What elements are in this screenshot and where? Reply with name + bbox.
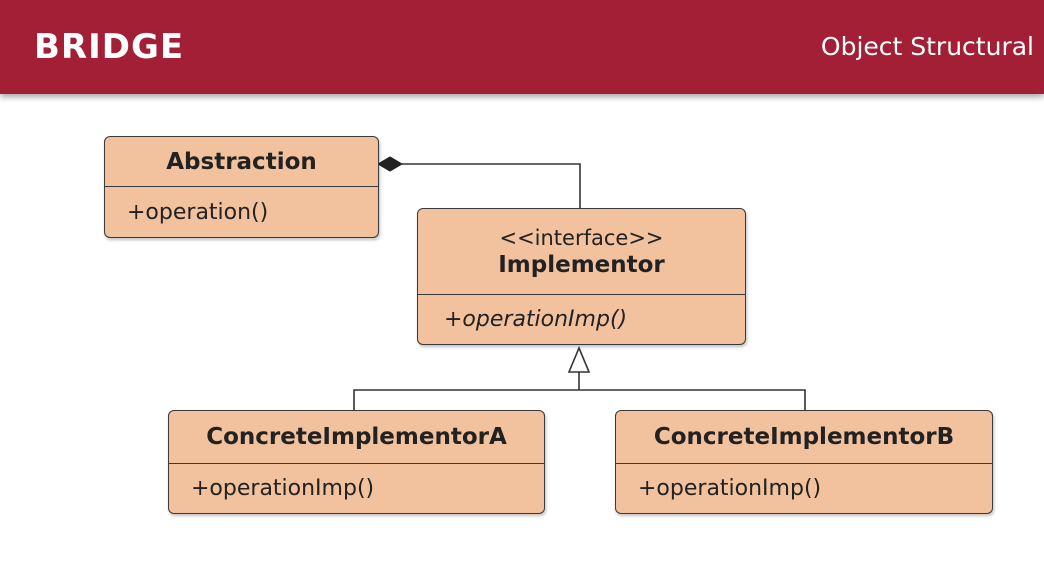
concrete-implementor-b-operation: +operationImp() [638, 476, 822, 501]
abstraction-class-header: Abstraction [105, 137, 378, 187]
header-bar: BRIDGE Object Structural [0, 0, 1044, 94]
abstraction-class: Abstraction +operation() [104, 136, 379, 238]
implementor-stereotype: <<interface>> [499, 225, 664, 250]
concrete-implementor-a-header: ConcreteImplementorA [169, 411, 544, 464]
concrete-implementor-a-operation: +operationImp() [191, 476, 375, 501]
concrete-implementor-b-class: ConcreteImplementorB +operationImp() [615, 410, 993, 514]
concrete-implementor-a-class: ConcreteImplementorA +operationImp() [168, 410, 545, 514]
realization-line-a [353, 389, 579, 410]
abstraction-class-name: Abstraction [166, 148, 317, 175]
concrete-implementor-b-header: ConcreteImplementorB [616, 411, 992, 464]
implementor-interface: <<interface>> Implementor +operationImp(… [417, 208, 746, 345]
concrete-implementor-a-name: ConcreteImplementorA [206, 424, 507, 450]
implementor-interface-name: Implementor [498, 251, 665, 278]
aggregation-line [402, 163, 581, 208]
realization-line-b [579, 389, 806, 410]
implementor-interface-header: <<interface>> Implementor [418, 209, 745, 295]
abstraction-operation: +operation() [127, 199, 269, 225]
concrete-implementor-b-name: ConcreteImplementorB [653, 424, 955, 450]
pattern-title: BRIDGE [34, 27, 185, 67]
aggregation-diamond [377, 156, 403, 172]
realization-arrowhead [567, 345, 591, 373]
pattern-category: Object Structural [820, 32, 1034, 61]
implementor-operation: +operationImp() [444, 307, 628, 332]
